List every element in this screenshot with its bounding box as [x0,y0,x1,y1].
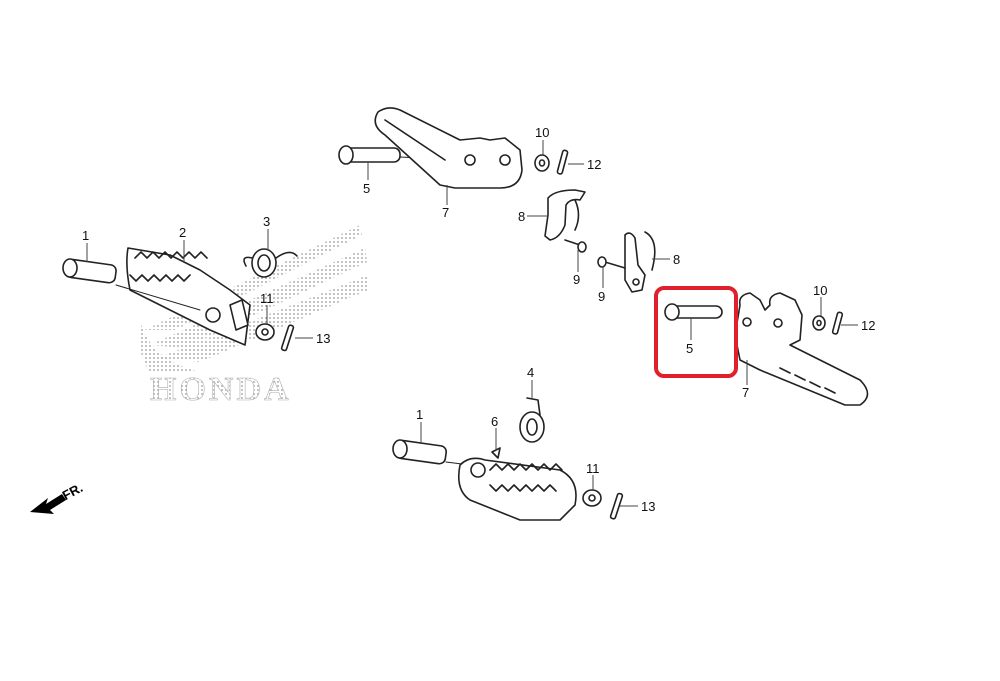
callout-9-right: 9 [598,289,606,304]
upper-pin-5 [338,145,401,165]
part-5-highlight-box [654,286,738,378]
left-pin-1 [62,258,117,284]
callout-12-upper: 12 [587,157,602,172]
lower-footpeg-6 [457,447,577,521]
callout-10-right: 10 [813,283,828,298]
callout-7-right: 7 [742,385,750,400]
callout-8-right: 8 [673,252,681,267]
callout-12-right: 12 [861,318,876,333]
callout-9-left: 9 [573,272,581,287]
upper-step-bracket-7 [374,107,523,189]
upper-washer-10 [534,154,550,172]
lower-washer-11 [582,489,602,507]
right-bolt-9 [597,256,626,269]
lower-cotter-13 [609,492,624,520]
lower-pin-1 [392,439,448,465]
upper-cotter-12 [556,149,569,175]
left-bolt-9 [564,239,587,253]
callout-1-left: 1 [82,228,90,243]
callout-3: 3 [263,214,271,229]
right-pin-5 [664,303,723,321]
right-spring-4 [519,397,545,443]
right-washer-10 [812,315,826,331]
callout-6: 6 [491,414,499,429]
callout-2: 2 [179,225,187,240]
svg-text:HONDA: HONDA [150,371,292,408]
callout-13-lower: 13 [641,499,656,514]
right-cotter-12 [831,311,844,335]
callout-13-left: 13 [316,331,331,346]
callout-8-left: 8 [518,209,526,224]
callout-1-lower: 1 [416,407,424,422]
left-clamp-8 [544,189,586,241]
callout-10-upper: 10 [535,125,550,140]
left-cotter-13 [280,324,295,352]
left-washer-11 [255,323,275,341]
right-step-bracket-7 [734,292,869,406]
left-spring-3 [243,248,298,278]
callout-5-upper: 5 [363,181,371,196]
left-footpeg-2 [126,247,251,346]
callout-5-right-highlighted: 5 [686,341,694,356]
callout-4: 4 [527,365,535,380]
callout-11-lower: 11 [586,461,600,476]
leader-lines [86,140,858,507]
callout-11-left: 11 [260,291,274,306]
callout-7-upper: 7 [442,205,450,220]
right-clamp-8 [624,231,656,293]
honda-wordmark-watermark: HONDA [150,371,292,409]
front-direction-arrow-icon [30,494,66,514]
